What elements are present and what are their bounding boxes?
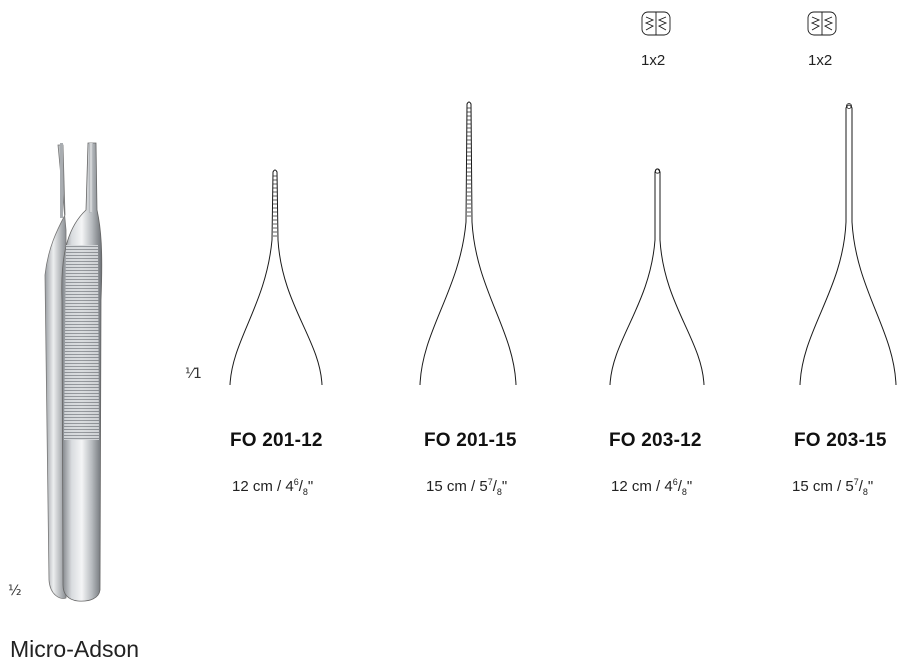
- size-fraction-denominator: 8: [496, 487, 502, 497]
- drawing-scale-label: ⅟1: [185, 366, 202, 382]
- size-fraction-denominator: 8: [681, 487, 687, 497]
- forceps-drawing-fo-203-12: [609, 168, 705, 386]
- size-fraction-numerator: 7: [853, 477, 859, 487]
- size-inch: 4: [285, 478, 294, 495]
- size-fraction-denominator: 8: [302, 487, 308, 497]
- product-size: 12 cm / 46/8": [611, 477, 693, 497]
- size-inch: 4: [664, 478, 673, 495]
- forceps-drawing-fo-203-15: [799, 103, 897, 386]
- forceps-photo: [44, 142, 103, 602]
- size-inch: 5: [479, 478, 488, 495]
- size-fraction-numerator: 6: [672, 477, 678, 487]
- size-fraction-numerator: 6: [293, 477, 299, 487]
- product-code: FO 201-12: [230, 430, 323, 451]
- product-code: FO 203-12: [609, 430, 702, 451]
- product-size: 12 cm / 46/8": [232, 477, 314, 497]
- product-size: 15 cm / 57/8": [792, 477, 874, 497]
- size-cm: 12 cm: [232, 478, 273, 495]
- tip-label-fo-203-12: 1x2: [641, 52, 666, 69]
- forceps-drawing-fo-201-12: [229, 169, 323, 386]
- product-code: FO 203-15: [794, 430, 887, 451]
- size-inch: 5: [845, 478, 854, 495]
- size-fraction-denominator: 8: [862, 487, 868, 497]
- size-cm: 15 cm: [792, 478, 833, 495]
- forceps-drawing-fo-201-15: [419, 101, 517, 386]
- teeth-pattern-icon: [641, 11, 671, 36]
- product-family-title: Micro-Adson: [10, 636, 140, 662]
- tip-label-fo-203-15: 1x2: [808, 52, 833, 69]
- product-code: FO 201-15: [424, 430, 517, 451]
- product-size: 15 cm / 57/8": [426, 477, 508, 497]
- teeth-pattern-icon: [807, 11, 837, 36]
- size-cm: 12 cm: [611, 478, 652, 495]
- size-cm: 15 cm: [426, 478, 467, 495]
- size-fraction-numerator: 7: [487, 477, 493, 487]
- photo-scale-label: ½: [8, 583, 22, 599]
